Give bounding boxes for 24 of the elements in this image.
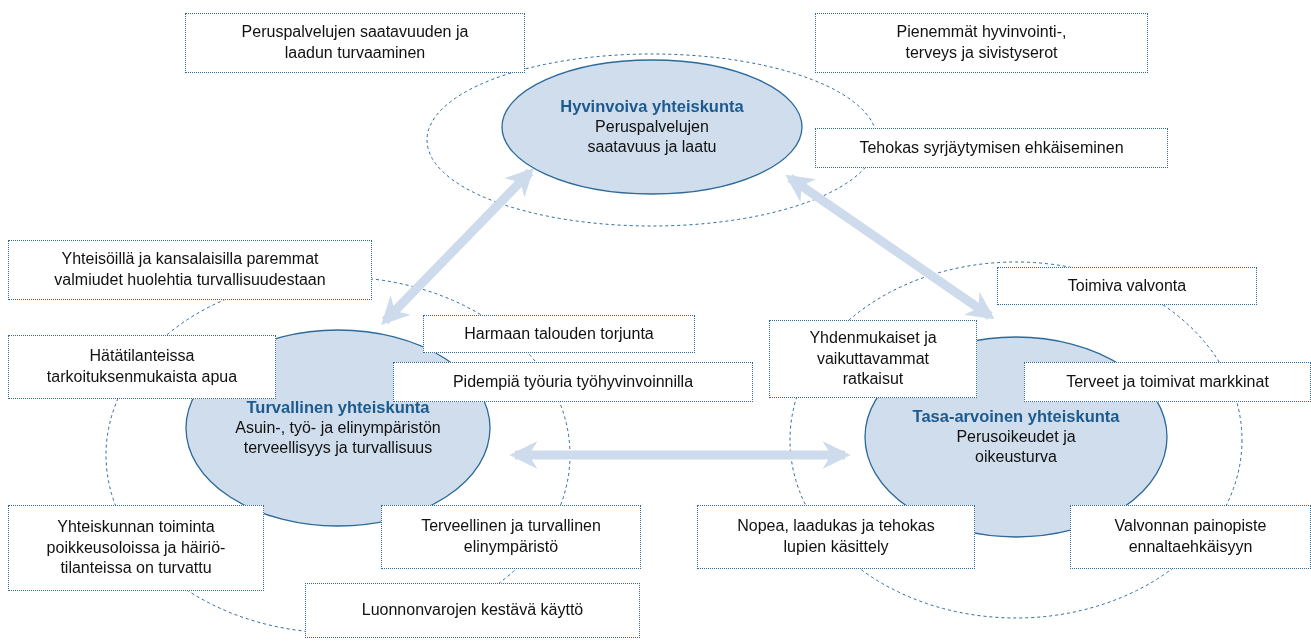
goal-box: Yhdenmukaiset ja vaikuttavammat ratkaisut xyxy=(769,320,977,398)
goal-box: Toimiva valvonta xyxy=(997,267,1257,305)
goal-box: Valvonnan painopiste ennaltaehkäisyyn xyxy=(1070,505,1311,569)
node-text: Peruspalvelujen saatavuus ja laatu xyxy=(586,116,718,158)
goal-box: Hätätilanteissa tarkoituksenmukaista apua xyxy=(8,335,276,399)
goal-box: Peruspalvelujen saatavuuden ja laadun turvaaminen xyxy=(185,13,525,73)
node-text: Perusoikeudet ja oikeusturva xyxy=(955,426,1077,468)
double-arrow xyxy=(509,441,851,469)
node-text: Asuin-, työ- ja elinympäristön terveellisyys ja turvallisuus xyxy=(234,417,442,459)
goal-box: Yhteisöillä ja kansalaisilla paremmat valmiudet huolehtia turvallisuudestaan xyxy=(8,240,372,300)
double-arrow xyxy=(785,174,995,320)
goal-box: Harmaan talouden torjunta xyxy=(423,315,695,353)
ellipse-node xyxy=(502,60,802,194)
goal-box: Yhteiskunnan toiminta poikkeusoloissa ja häiriö- tilanteissa on turvattu xyxy=(8,505,264,591)
double-arrow xyxy=(381,168,534,325)
goal-box: Terveellinen ja turvallinen elinympäristö xyxy=(381,505,641,569)
node-heading: Tasa-arvoinen yhteiskunta xyxy=(912,405,1120,427)
goal-box: Tehokas syrjäytymisen ehkäiseminen xyxy=(815,128,1168,168)
goal-box: Pidempiä työuria työhyvinvoinnilla xyxy=(393,362,753,402)
goal-box: Terveet ja toimivat markkinat xyxy=(1024,362,1311,402)
goal-box: Nopea, laadukas ja tehokas lupien käsittely xyxy=(697,505,975,569)
node-heading: Hyvinvoiva yhteiskunta xyxy=(560,95,744,117)
goal-box: Luonnonvarojen kestävä käyttö xyxy=(305,583,640,638)
goal-box: Pienemmät hyvinvointi-, terveys ja sivistyserot xyxy=(815,13,1148,73)
